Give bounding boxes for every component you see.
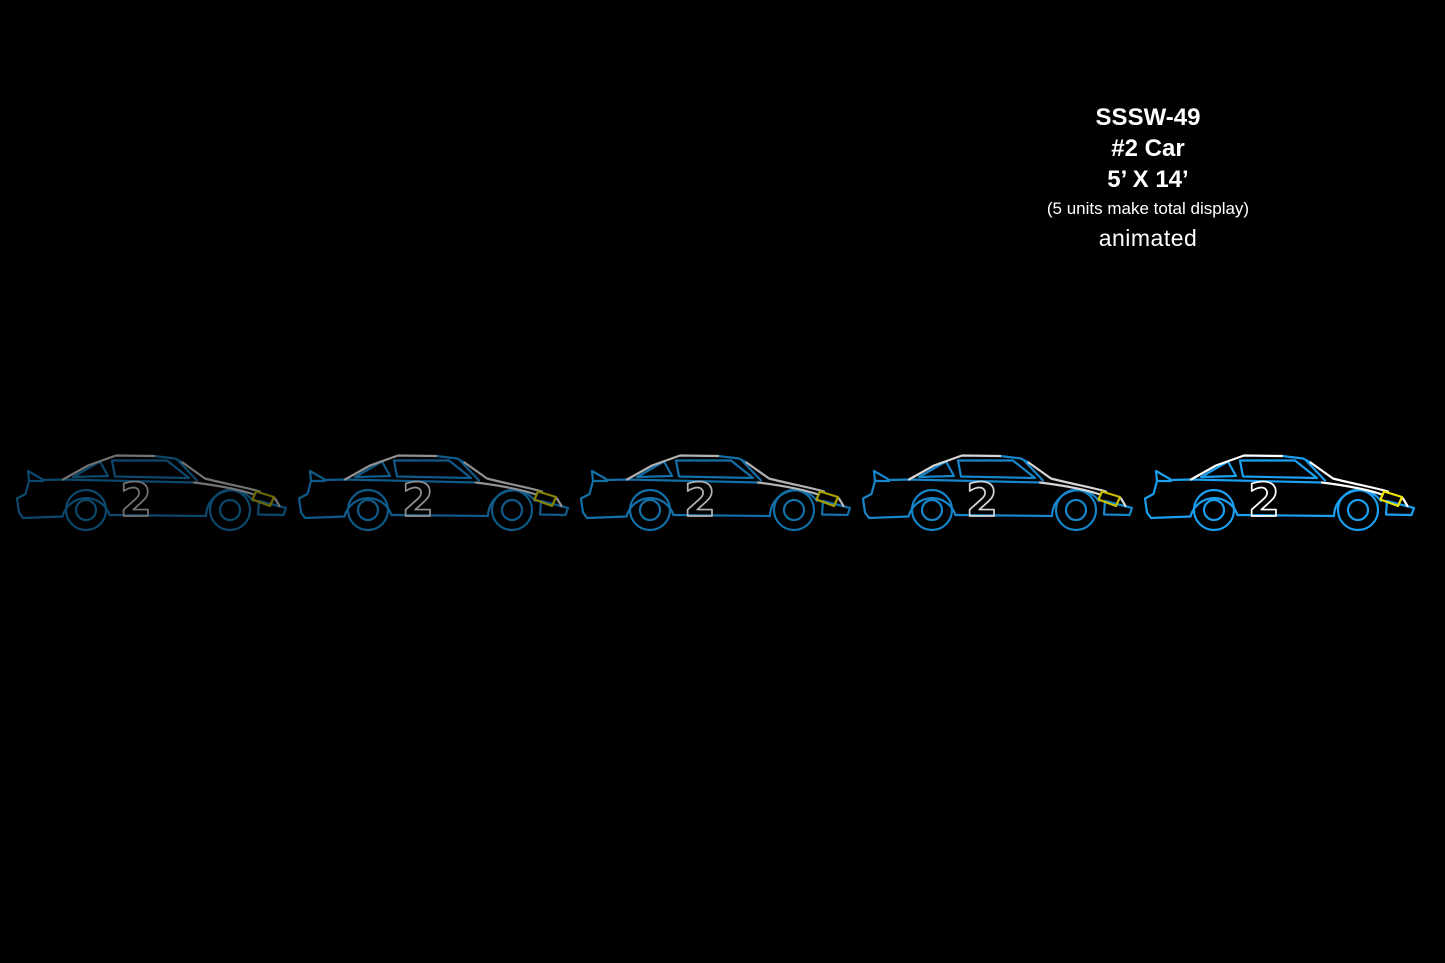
car-outline [298,454,570,532]
car-outline [1144,454,1416,532]
race-car-frame-1 [16,454,288,532]
race-car-frame-4 [862,454,1134,532]
animation-label: animated [1098,225,1198,251]
product-size: 5’ X 14’ [1107,166,1189,193]
product-name: #2 Car [1111,135,1185,162]
car-outline [580,454,852,532]
title-block: SSSW-49 #2 Car 5’ X 14’ (5 units make to… [998,102,1298,255]
product-code: SSSW-49 [1095,104,1201,131]
race-car-frame-3 [580,454,852,532]
car-outline [862,454,1134,532]
race-car-frame-5 [1144,454,1416,532]
race-car-frame-2 [298,454,570,532]
units-note: (5 units make total display) [1046,199,1250,218]
car-outline [16,454,288,532]
